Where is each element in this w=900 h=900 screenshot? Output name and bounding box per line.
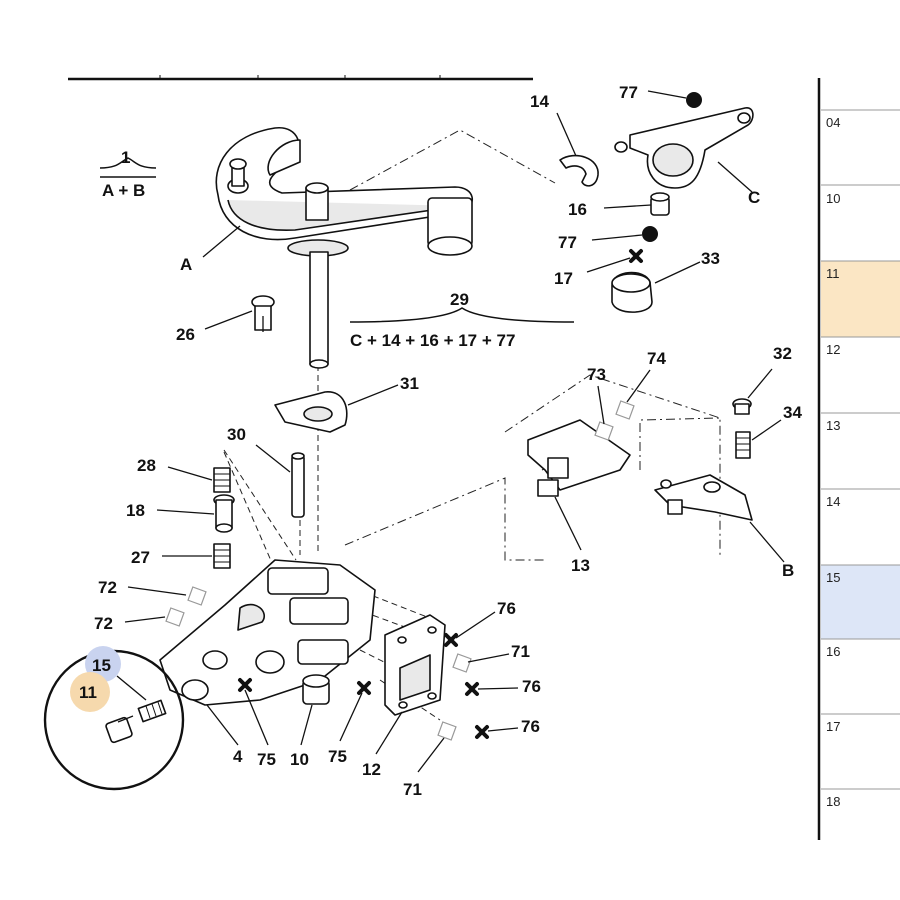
diamond-icon bbox=[452, 653, 472, 673]
part-a-gear-lever bbox=[215, 127, 473, 369]
label-31: 31 bbox=[400, 374, 419, 393]
header-rule bbox=[68, 75, 533, 81]
side-table-row: 13 bbox=[826, 418, 840, 433]
cross-icon bbox=[444, 633, 458, 647]
label-1-sub: A + B bbox=[102, 181, 145, 200]
cross-icon bbox=[465, 682, 479, 696]
label-76c: 76 bbox=[521, 717, 540, 736]
label-76a: 76 bbox=[497, 599, 516, 618]
part-31-plate bbox=[274, 391, 348, 433]
filled-dot-icon bbox=[642, 226, 658, 242]
diamond-icon bbox=[594, 421, 614, 441]
diamond-icon bbox=[615, 400, 635, 420]
part-4-housing bbox=[159, 559, 376, 706]
part-12-plate bbox=[384, 614, 446, 716]
part-18-plunger bbox=[213, 494, 235, 533]
side-table-row: 14 bbox=[826, 494, 840, 509]
label-72b: 72 bbox=[94, 614, 113, 633]
leader-lines bbox=[116, 90, 785, 773]
cross-icon bbox=[238, 678, 252, 692]
label-34: 34 bbox=[783, 403, 802, 422]
part-30-pin bbox=[291, 452, 305, 518]
label-75a: 75 bbox=[257, 750, 276, 769]
highlight-11 bbox=[70, 672, 110, 712]
part-27-spring bbox=[213, 543, 231, 569]
part-33-cap bbox=[611, 271, 653, 313]
label-71b: 71 bbox=[403, 780, 422, 799]
label-29-bracket bbox=[349, 307, 575, 323]
side-table-row: 18 bbox=[826, 794, 840, 809]
cross-icon bbox=[357, 681, 371, 695]
label-77b: 77 bbox=[558, 233, 577, 252]
label-12: 12 bbox=[362, 760, 381, 779]
label-74: 74 bbox=[647, 349, 666, 368]
part-c-fork-arm bbox=[614, 107, 754, 189]
label-4: 4 bbox=[233, 747, 243, 766]
label-30: 30 bbox=[227, 425, 246, 444]
part-11-cap bbox=[105, 716, 133, 744]
part-10-roller bbox=[302, 674, 330, 705]
label-71a: 71 bbox=[511, 642, 530, 661]
part-13-selector bbox=[527, 419, 631, 497]
part-labels: 1 A + B A 14 77 C 16 77 17 33 26 29 C + … bbox=[79, 83, 802, 799]
diamond-icon bbox=[187, 586, 207, 606]
side-table-row: 16 bbox=[826, 644, 840, 659]
side-table: 04 10 11 12 13 14 15 16 17 18 bbox=[817, 78, 900, 840]
part-28-spring bbox=[213, 467, 231, 493]
label-1-bracket bbox=[99, 157, 157, 169]
label-13: 13 bbox=[571, 556, 590, 575]
side-table-row: 11 bbox=[826, 266, 840, 281]
part-34-spring bbox=[735, 431, 751, 459]
part-14-clip bbox=[559, 154, 599, 187]
side-table-row: 10 bbox=[826, 191, 840, 206]
part-32-screw bbox=[732, 398, 752, 415]
label-75b: 75 bbox=[328, 747, 347, 766]
label-27: 27 bbox=[131, 548, 150, 567]
label-33: 33 bbox=[701, 249, 720, 268]
label-c: C bbox=[748, 188, 760, 207]
label-1: 1 bbox=[121, 148, 130, 167]
side-table-row: 17 bbox=[826, 719, 840, 734]
label-17: 17 bbox=[554, 269, 573, 288]
label-16: 16 bbox=[568, 200, 587, 219]
label-29-sub: C + 14 + 16 + 17 + 77 bbox=[350, 331, 515, 350]
side-table-row-highlight-11 bbox=[821, 261, 900, 337]
part-b-bracket bbox=[654, 474, 753, 521]
label-11: 11 bbox=[79, 683, 97, 702]
label-b: B bbox=[782, 561, 794, 580]
part-16-bush bbox=[650, 192, 670, 216]
label-72a: 72 bbox=[98, 578, 117, 597]
side-table-row-highlight-15 bbox=[821, 565, 900, 639]
cross-markers bbox=[238, 249, 643, 739]
diamond-markers bbox=[165, 400, 635, 741]
side-table-row: 04 bbox=[826, 115, 840, 130]
part-26-pin bbox=[251, 295, 275, 332]
label-15: 15 bbox=[92, 656, 111, 675]
diamond-icon bbox=[165, 607, 185, 627]
label-32: 32 bbox=[773, 344, 792, 363]
label-a: A bbox=[180, 255, 192, 274]
label-26: 26 bbox=[176, 325, 195, 344]
label-10: 10 bbox=[290, 750, 309, 769]
label-18: 18 bbox=[126, 501, 145, 520]
side-table-row: 12 bbox=[826, 342, 840, 357]
diamond-icon bbox=[437, 721, 457, 741]
label-14: 14 bbox=[530, 92, 549, 111]
side-table-row: 15 bbox=[826, 570, 840, 585]
label-28: 28 bbox=[137, 456, 156, 475]
filled-dot-icon bbox=[686, 92, 702, 108]
cross-icon bbox=[475, 725, 489, 739]
part-15-spring bbox=[137, 699, 167, 723]
cross-icon bbox=[629, 249, 643, 263]
label-29: 29 bbox=[450, 290, 469, 309]
label-77a: 77 bbox=[619, 83, 638, 102]
label-76b: 76 bbox=[522, 677, 541, 696]
label-73: 73 bbox=[587, 365, 606, 384]
